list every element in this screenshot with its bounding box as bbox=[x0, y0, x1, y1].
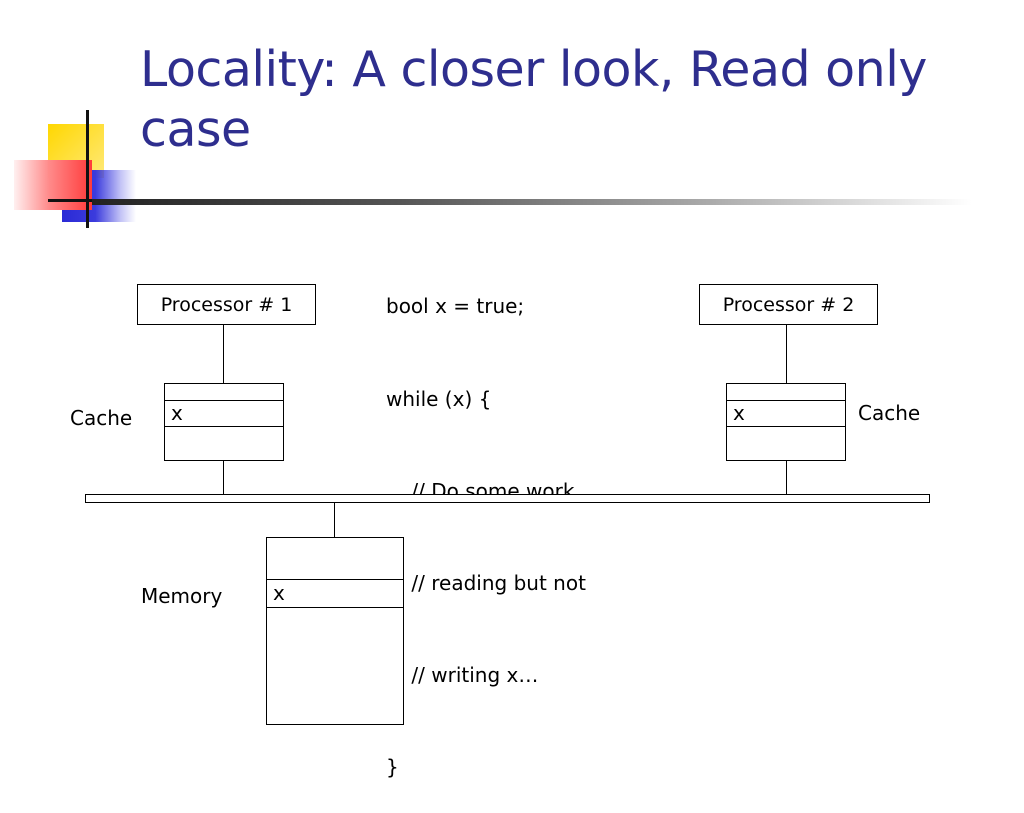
code-line: while (x) { bbox=[386, 386, 492, 411]
code-line: bool x = true; bbox=[386, 294, 525, 319]
system-bus bbox=[85, 494, 930, 503]
cache-1-row bbox=[165, 384, 283, 401]
cache-2-box: x bbox=[726, 383, 846, 461]
cache-1-label: Cache bbox=[70, 406, 133, 430]
logo-red-square bbox=[14, 160, 92, 210]
processor-2-label: Processor # 2 bbox=[722, 293, 855, 316]
code-line: // writing x… bbox=[386, 662, 539, 687]
code-snippet: bool x = true; while (x) { // Do some wo… bbox=[386, 230, 586, 813]
cache-2-row bbox=[727, 384, 845, 401]
cache-1-entry: x bbox=[165, 401, 283, 427]
cache-2-bus-wire bbox=[786, 461, 787, 495]
processor-2-box: Processor # 2 bbox=[699, 284, 878, 325]
cache-1-bus-wire bbox=[223, 461, 224, 495]
processor-1-cache-wire bbox=[223, 325, 224, 384]
memory-row bbox=[267, 538, 403, 580]
processor-2-cache-wire bbox=[786, 325, 787, 384]
cache-1-box: x bbox=[164, 383, 284, 461]
memory-box: x bbox=[266, 537, 404, 725]
logo-vertical-line bbox=[86, 110, 89, 228]
memory-entry: x bbox=[267, 580, 403, 608]
processor-1-box: Processor # 1 bbox=[137, 284, 316, 325]
bus-memory-wire bbox=[334, 503, 335, 538]
processor-1-label: Processor # 1 bbox=[160, 293, 293, 316]
memory-label: Memory bbox=[141, 584, 223, 608]
cache-2-entry: x bbox=[727, 401, 845, 427]
cache-2-label: Cache bbox=[858, 401, 921, 425]
code-line: // reading but not bbox=[386, 570, 586, 595]
code-line: } bbox=[386, 754, 399, 779]
title-underline-rule bbox=[92, 199, 972, 205]
slide-title: Locality: A closer look, Read only case bbox=[140, 41, 927, 158]
